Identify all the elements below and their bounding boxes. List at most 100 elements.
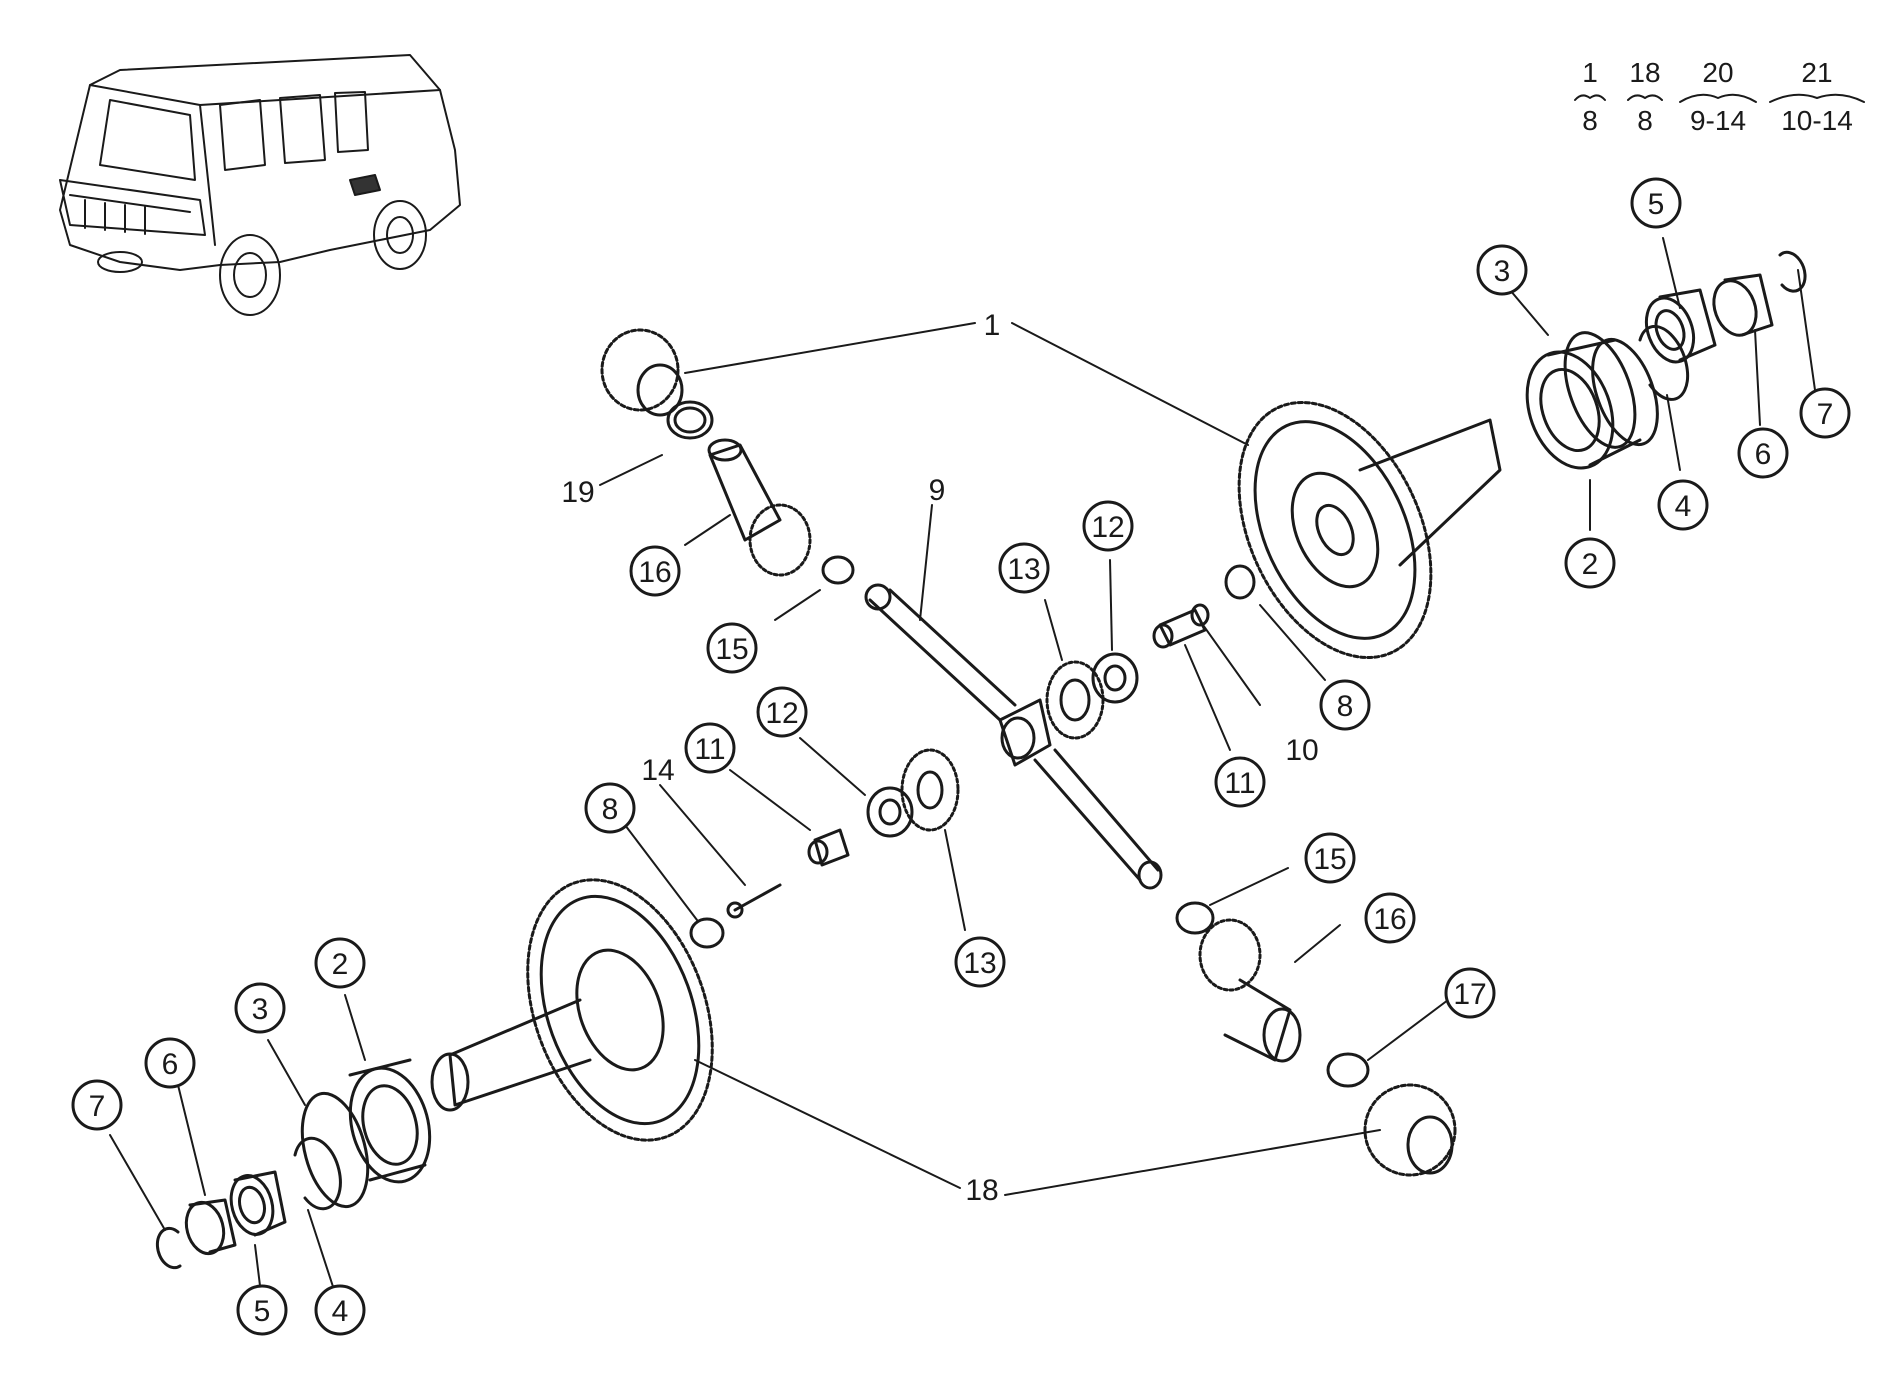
callout-8-mid: 8	[584, 782, 636, 834]
callout-8-top: 8	[1319, 679, 1371, 731]
callout-16-bot: 16	[1364, 892, 1416, 944]
callout-number: 7	[1817, 398, 1834, 431]
differential-pin	[807, 828, 850, 867]
legend-bottom: 8	[1582, 105, 1598, 136]
callout-number: 11	[694, 733, 725, 766]
callout-11-top: 11	[1214, 756, 1266, 808]
callout-12-top: 12	[1082, 500, 1134, 552]
callout-15-top: 15	[706, 622, 758, 674]
legend-group-1: 1 8	[1574, 57, 1606, 136]
callout-9: 9	[929, 474, 946, 507]
callout-4-top: 4	[1657, 479, 1709, 531]
pinion-shaft	[707, 438, 812, 577]
callout-number: 15	[715, 633, 748, 666]
callout-13-mid: 13	[954, 936, 1006, 988]
bushing	[1712, 273, 1774, 337]
bushing	[184, 1198, 237, 1256]
callout-13-top: 13	[998, 542, 1050, 594]
callout-7-top: 7	[1799, 387, 1851, 439]
ring-gear-icon	[1237, 400, 1502, 660]
thrust-washer	[1224, 564, 1256, 600]
snap-ring	[1638, 324, 1690, 401]
retaining-ring	[300, 1091, 370, 1209]
callout-number: 17	[1453, 978, 1486, 1011]
callout-number: 5	[1648, 188, 1665, 221]
legend-group-2: 18 8	[1627, 57, 1663, 136]
shim-ring	[1175, 901, 1215, 935]
callout-1: 1	[984, 309, 1001, 342]
pinion-gear-icon	[1363, 1083, 1457, 1177]
snap-ring	[293, 1136, 342, 1211]
callout-number: 15	[1313, 843, 1346, 876]
callout-17: 17	[1444, 967, 1496, 1019]
callout-number: 16	[638, 556, 671, 589]
needle-bearing	[229, 1170, 287, 1237]
retaining-ring	[1563, 331, 1637, 449]
shim-ring	[1326, 1052, 1370, 1088]
legend-top: 20	[1702, 57, 1733, 88]
legend-bottom: 9-14	[1690, 105, 1746, 136]
legend-top: 18	[1629, 57, 1660, 88]
pinion-gear-icon	[600, 328, 714, 440]
callout-number: 11	[1224, 767, 1255, 800]
callout-14: 14	[641, 754, 674, 787]
callout-number: 2	[332, 948, 349, 981]
callout-18: 18	[965, 1174, 998, 1207]
callout-number: 16	[1373, 903, 1406, 936]
callout-6-top: 6	[1737, 427, 1789, 479]
callout-5-top: 5	[1630, 177, 1682, 229]
legend-group-4: 21 10-14	[1769, 57, 1865, 136]
side-gear	[900, 748, 960, 832]
pinion-gear-icon	[1198, 918, 1302, 1063]
legend-top: 21	[1801, 57, 1832, 88]
callout-number: 7	[89, 1090, 106, 1123]
legend-bottom: 8	[1637, 105, 1653, 136]
thrust-washer	[689, 917, 725, 949]
callout-number: 5	[254, 1295, 271, 1328]
differential-shaft	[864, 583, 1163, 890]
spider-gear	[866, 786, 914, 838]
callout-19: 19	[561, 476, 594, 509]
spider-gear	[1091, 652, 1139, 704]
callout-7-bot: 7	[71, 1079, 123, 1131]
callout-16-top: 16	[629, 545, 681, 597]
callout-number: 3	[1494, 255, 1511, 288]
callout-number: 8	[602, 793, 619, 826]
callout-number: 2	[1582, 548, 1599, 581]
legend: 1 8 18 8 20 9-14 21 10-14	[1574, 57, 1865, 136]
legend-bottom: 10-14	[1781, 105, 1853, 136]
bearing-icon	[348, 1058, 432, 1184]
callout-12-mid: 12	[756, 686, 808, 738]
callout-number: 8	[1337, 690, 1354, 723]
callout-number: 12	[1091, 511, 1124, 544]
callout-number: 6	[162, 1048, 179, 1081]
callout-11-mid: 11	[684, 722, 736, 774]
leader-lines	[109, 237, 1816, 1303]
callout-10: 10	[1285, 734, 1318, 767]
legend-group-3: 20 9-14	[1679, 57, 1757, 136]
callout-number: 13	[1007, 553, 1040, 586]
callout-3-bot: 3	[234, 982, 286, 1034]
callout-15-bot: 15	[1304, 832, 1356, 884]
callout-2-bot: 2	[314, 937, 366, 989]
needle-bearing	[1644, 288, 1717, 364]
circlip	[155, 1226, 182, 1270]
callout-3-top: 3	[1476, 244, 1528, 296]
locking-bolt	[726, 883, 782, 919]
callout-5-bot: 5	[236, 1284, 288, 1336]
callout-4-bot: 4	[314, 1284, 366, 1336]
callout-number: 6	[1755, 438, 1772, 471]
shim-ring	[821, 555, 855, 585]
ring-gear-icon	[430, 878, 714, 1142]
callout-number: 4	[1675, 490, 1692, 523]
callout-number: 12	[765, 697, 798, 730]
side-gear	[1045, 660, 1105, 740]
vehicle-locator-icon	[59, 54, 461, 316]
callout-number: 13	[963, 947, 996, 980]
callout-6-bot: 6	[144, 1037, 196, 1089]
callout-2-top: 2	[1564, 537, 1616, 589]
circlip	[1778, 250, 1807, 293]
legend-top: 1	[1582, 57, 1598, 88]
bearing-icon	[1525, 337, 1659, 470]
